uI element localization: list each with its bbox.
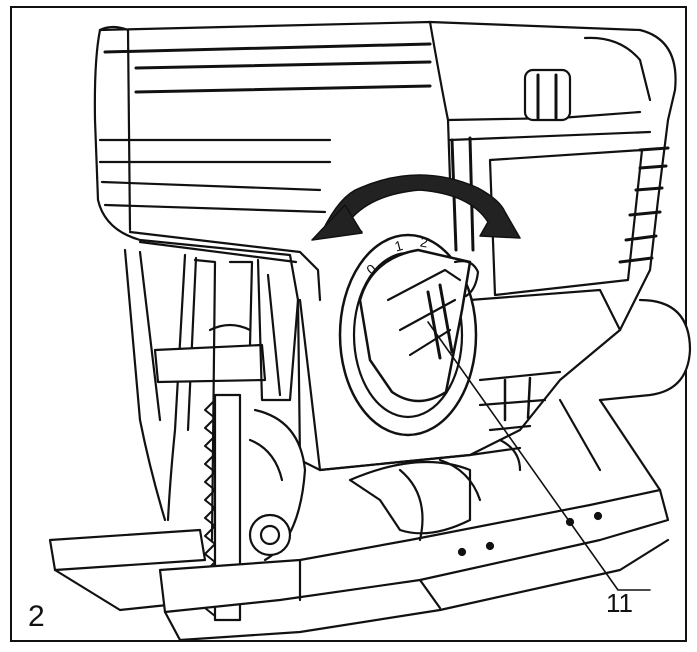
rotation-arrow [311,174,521,241]
dial-mark-1: 1 [393,237,405,255]
orbital-dial [338,233,480,437]
callout-leader-line [427,321,651,591]
dial-mark-2: 2 [419,233,430,250]
base-plate [48,438,670,642]
blade-holder [123,248,300,542]
figure-number: 2 [28,600,45,633]
callout-label: 11 [606,588,633,618]
roller-guide [248,408,307,562]
front-section [298,288,692,492]
